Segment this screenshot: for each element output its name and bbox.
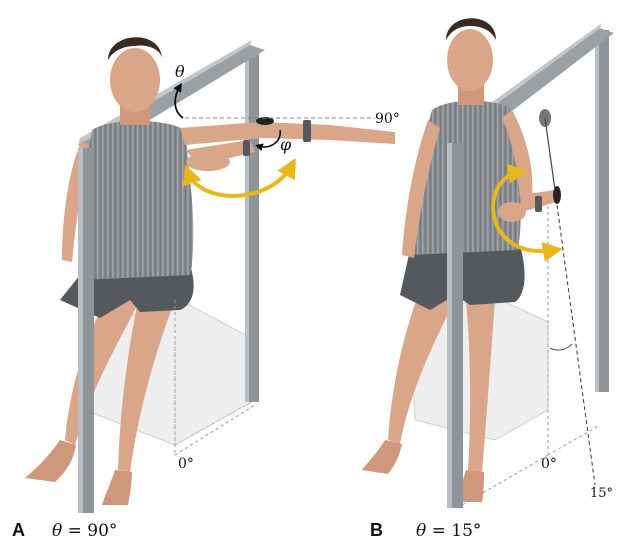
reference-line-15-b xyxy=(557,205,595,485)
angle-label-0-b: 0° xyxy=(541,456,557,472)
angle-label-15: 15° xyxy=(590,486,613,501)
caption-a-value: = 90° xyxy=(62,521,117,541)
phi-symbol-a: φ xyxy=(280,135,292,154)
angle-label-0-a: 0° xyxy=(178,456,194,472)
caption-b-symbol: θ xyxy=(416,521,426,541)
caption-b: θ = 15° xyxy=(416,521,481,541)
sensor-b xyxy=(553,186,561,204)
caption-a-symbol: θ xyxy=(52,521,62,541)
panel-letter-b: B xyxy=(370,520,383,540)
angle-label-90: 90° xyxy=(375,111,400,127)
caption-b-value: = 15° xyxy=(426,521,481,541)
theta-symbol-a: θ xyxy=(175,62,185,81)
panel-b: 0° 15° B θ = 15° xyxy=(362,18,614,541)
panel-letter-a: A xyxy=(12,520,25,540)
panel-a: θ φ 90° 0° A θ = 90° xyxy=(12,37,400,541)
caption-a: θ = 90° xyxy=(52,521,117,541)
